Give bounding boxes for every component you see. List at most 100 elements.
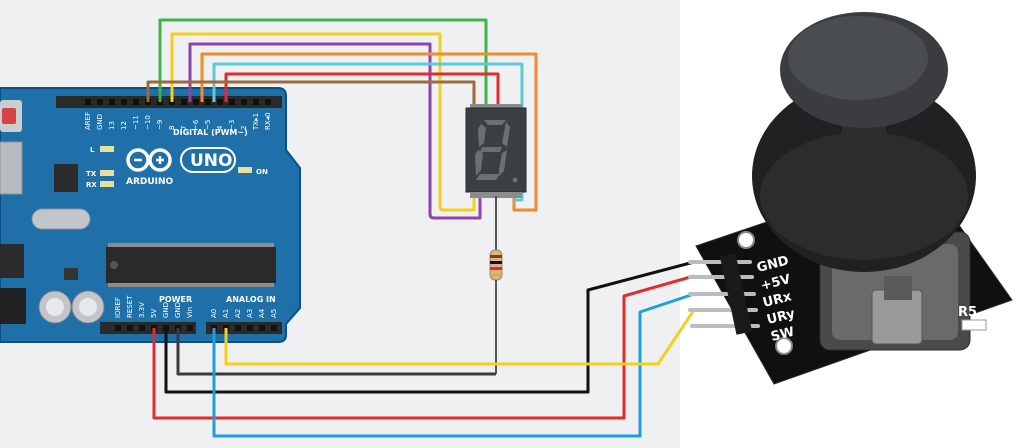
wires-analog <box>152 260 696 438</box>
reset-button-cap <box>2 108 16 124</box>
chip-socket-pins-bottom <box>108 283 274 287</box>
digital-pin-label: RX◂0 <box>264 112 272 130</box>
arduino-logo-icon <box>126 148 172 172</box>
regulator <box>0 244 24 278</box>
led-rx <box>100 181 114 187</box>
label-on: ON <box>256 168 268 176</box>
pin-label-sw: SW <box>769 325 796 345</box>
power-pin-socket <box>139 325 145 331</box>
digital-pin-label: GND <box>96 114 104 130</box>
analog-pin-socket <box>247 325 253 331</box>
digital-pin-socket <box>229 99 235 105</box>
power-pin-label: GND <box>174 302 182 318</box>
arduino-logo-text: ARDUINO <box>126 177 174 187</box>
digital-pin-label: 7 <box>180 126 188 130</box>
smd-resistor <box>961 319 987 331</box>
usb-port <box>0 141 23 195</box>
analog-pin-label: A4 <box>258 308 266 318</box>
analog-pin-socket <box>271 325 277 331</box>
digital-pin-socket <box>133 99 139 105</box>
digital-pin-label: 13 <box>108 121 116 130</box>
small-chip <box>54 164 78 192</box>
digital-pin-socket <box>97 99 103 105</box>
wire-purple <box>188 42 482 220</box>
pin-housing <box>719 253 753 335</box>
led-l <box>100 146 114 152</box>
display-pins-top <box>470 104 522 110</box>
analog-pin-label: A3 <box>246 309 254 318</box>
pin-label-5v: +5V <box>759 272 792 294</box>
wire-yellow <box>170 32 476 212</box>
digital-pin-label: ~11 <box>132 115 140 130</box>
led-on <box>238 167 252 173</box>
digital-pin-label: ~10 <box>144 115 152 130</box>
digital-pin-label: AREF <box>84 112 92 130</box>
power-label: POWER <box>159 295 192 304</box>
analog-pin-label: A2 <box>234 309 242 318</box>
analog-pin-label: A0 <box>210 309 218 318</box>
analog-pin-label: A5 <box>270 309 278 318</box>
power-pin-label: 5V <box>150 309 158 318</box>
seven-segment-display: 8 <box>465 104 527 198</box>
pin-label-ury: URy <box>765 306 797 328</box>
digital-pin-label: ~5 <box>204 120 212 130</box>
chip-socket-pins-top <box>108 243 274 247</box>
chip-notch <box>110 261 118 269</box>
digital-pin-socket <box>121 99 127 105</box>
digital-label: DIGITAL (PWM~) <box>173 128 248 137</box>
digital-pin-socket <box>265 99 271 105</box>
analog-pin-socket <box>259 325 265 331</box>
digital-pin-socket <box>109 99 115 105</box>
analog-header <box>206 322 282 334</box>
power-pin-label: IOREF <box>114 297 122 318</box>
crystal <box>31 208 91 230</box>
wire-red-digital <box>224 72 500 108</box>
label-l: L <box>90 146 95 154</box>
wire-yellow-analog <box>224 309 696 366</box>
digital-pin-socket <box>193 99 199 105</box>
digit-segments <box>475 120 510 180</box>
wires-digital <box>146 18 538 220</box>
label-tx: TX <box>86 170 97 178</box>
wire-black <box>164 260 695 394</box>
led-tx <box>100 170 114 176</box>
wire-orange <box>200 52 538 212</box>
capacitor-top <box>46 298 64 316</box>
power-pin-label: RESET <box>126 295 134 318</box>
joystick-dome-shade <box>760 132 968 260</box>
digital-pin-label: ~3 <box>228 120 236 130</box>
digital-pin-socket <box>241 99 247 105</box>
pin-label-urx: URx <box>761 289 793 311</box>
arduino-model: UNO <box>190 151 232 171</box>
atmega-chip <box>106 247 276 283</box>
analog-pin-label: A1 <box>222 309 230 318</box>
wire-dark-gnd-resistor <box>176 328 496 376</box>
wire-red <box>152 274 695 420</box>
power-pin-socket <box>187 325 193 331</box>
power-pin-label: GND <box>162 302 170 318</box>
digital-pin-label: 12 <box>120 121 128 130</box>
analog-label: ANALOG IN <box>226 295 276 304</box>
label-rx: RX <box>86 181 97 189</box>
power-pin-label: Vin <box>186 307 194 318</box>
digital-pin-label: TX▸1 <box>252 113 260 131</box>
joystick-module: GND +5V URx URy SW R5 <box>688 12 1013 385</box>
digital-pin-socket <box>181 99 187 105</box>
digital-pin-socket <box>253 99 259 105</box>
pushbutton-cap <box>884 276 912 300</box>
power-jack <box>0 288 26 324</box>
power-pin-socket <box>127 325 133 331</box>
display-dp <box>512 177 518 183</box>
analog-pin-socket <box>235 325 241 331</box>
digital-pin-label: 2 <box>240 126 248 130</box>
mounting-hole <box>737 231 755 249</box>
label-r5: R5 <box>958 305 977 320</box>
uno-badge <box>180 147 236 173</box>
digital-pin-socket <box>85 99 91 105</box>
resistor <box>489 196 503 374</box>
display-pins-bottom <box>470 192 522 198</box>
digital-pin-label: ~9 <box>156 120 164 130</box>
wire-blue <box>212 292 695 438</box>
